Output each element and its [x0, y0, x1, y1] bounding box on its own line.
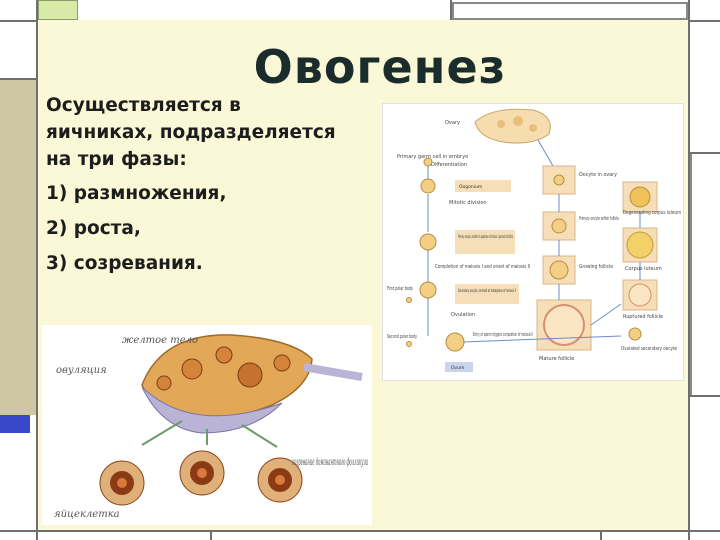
ovary-illustration: желтое тело овуляция созревание доминант… [42, 325, 372, 525]
ovary-follicle [497, 120, 505, 128]
label-ovum: Ovum [451, 365, 464, 371]
follicle-stage [542, 211, 576, 241]
ovary-follicle [237, 362, 263, 388]
follicle-stage [542, 255, 576, 285]
label-primary-germ-cell: Primary germ cell in embryo [397, 154, 468, 160]
cell-fertilized [445, 332, 465, 352]
label-primary-oocyte: Primary oocyte, arrested in prophase of … [458, 234, 513, 240]
callout-secondary-oocyte [455, 284, 519, 304]
label-mature-follicle: Mature follicle [539, 356, 574, 362]
arrow [241, 424, 278, 448]
ovary-base [141, 386, 283, 434]
label-primary-follicle: Primary oocyte within follicle [579, 216, 619, 222]
cell-germ [423, 157, 433, 167]
accent-frame-top [452, 2, 688, 20]
follicle-stage [622, 227, 658, 263]
oogenesis-diagram: Ovary Primary germ cell in embryo Differ… [382, 103, 684, 381]
ovary-follicle [273, 354, 291, 372]
accent-blue-square [0, 415, 30, 433]
cell-oogonium [420, 178, 436, 194]
grid-line [0, 530, 720, 532]
ovary-follicle [156, 375, 172, 391]
cell-second-polar-body [406, 341, 412, 347]
follicle-stage [536, 299, 592, 351]
arrow [462, 335, 622, 343]
phase-item: 1) размножения, [46, 183, 227, 204]
ovum-tag [445, 362, 473, 372]
arrow [590, 303, 622, 326]
label-mitotic: Mitotic division [449, 200, 487, 206]
grid-line [688, 0, 690, 540]
ovary-shape [474, 108, 551, 144]
label-second-polar: Second polar body [387, 334, 417, 340]
tube [303, 363, 363, 381]
label-secondary-oocyte: Secondary oocyte, arrested at metaphase … [458, 288, 516, 294]
label-differentiation: Differentiation [431, 162, 467, 168]
phase-item: 3) созревания. [46, 253, 203, 274]
label-sperm-entry: Entry of sperm triggers completion of me… [473, 332, 533, 338]
follicle-stage [622, 181, 658, 213]
cell-primary-oocyte [419, 233, 437, 251]
slide-title: Овогенез [253, 40, 507, 94]
label-egg: яйцеклетка [54, 509, 120, 520]
cell-ovulated [628, 327, 642, 341]
egg-cell [257, 457, 303, 503]
slide-body: Осуществляется в яичниках, подразделяетс… [46, 92, 336, 285]
grid-line [690, 152, 720, 154]
grid-line [450, 0, 452, 20]
follicle-stage [542, 165, 576, 195]
label-corpus-luteum: желтое тело [122, 335, 198, 346]
ovary-follicle [181, 358, 203, 380]
callout-primary-oocyte [455, 230, 515, 254]
grid-line [690, 395, 720, 397]
egg-cell [99, 460, 145, 506]
callout-oogonium [455, 180, 511, 192]
grid-line [0, 78, 36, 80]
label-follicle: созревание доминантного фолликула [292, 457, 368, 468]
label-degenerating: Degenerating corpus luteum [623, 210, 681, 216]
label-corpus-luteum: Corpus luteum [625, 266, 662, 272]
label-completion: Completion of meiosis I and onset of mei… [435, 264, 530, 270]
ovary-follicle [529, 124, 537, 132]
grid-line [36, 0, 38, 540]
label-oogonium: Oogonium [459, 184, 482, 190]
label-ovary: Ovary [445, 120, 460, 126]
accent-tan-strip [0, 80, 36, 415]
label-oocyte-in-ovary: Oocyte in ovary [579, 172, 617, 178]
accent-frame-right [690, 154, 720, 395]
label-ovulation: Ovulation [451, 312, 475, 318]
label-growing-follicle: Growing follicle [579, 264, 613, 270]
ovary-follicle [513, 116, 523, 126]
ovary-illustration-svg: желтое тело овуляция созревание доминант… [54, 334, 368, 520]
ovary-follicle [215, 346, 233, 364]
intro-text: Осуществляется в яичниках, подразделяетс… [46, 95, 336, 170]
phase-item: 2) роста, [46, 218, 141, 239]
label-ovulated: Ovulated secondary oocyte [621, 346, 677, 352]
cell-first-polar-body [406, 297, 412, 303]
label-first-polar: First polar body [387, 286, 413, 292]
cell-secondary-oocyte [419, 281, 437, 299]
arrow [141, 420, 183, 446]
egg-cell [179, 450, 225, 496]
oogenesis-diagram-svg: Ovary Primary germ cell in embryo Differ… [387, 108, 681, 372]
accent-green-square [38, 0, 78, 20]
label-ovulation: овуляция [56, 365, 107, 376]
arrow [537, 139, 554, 167]
label-ruptured: Ruptured follicle [623, 314, 663, 320]
follicle-stage [622, 279, 658, 311]
